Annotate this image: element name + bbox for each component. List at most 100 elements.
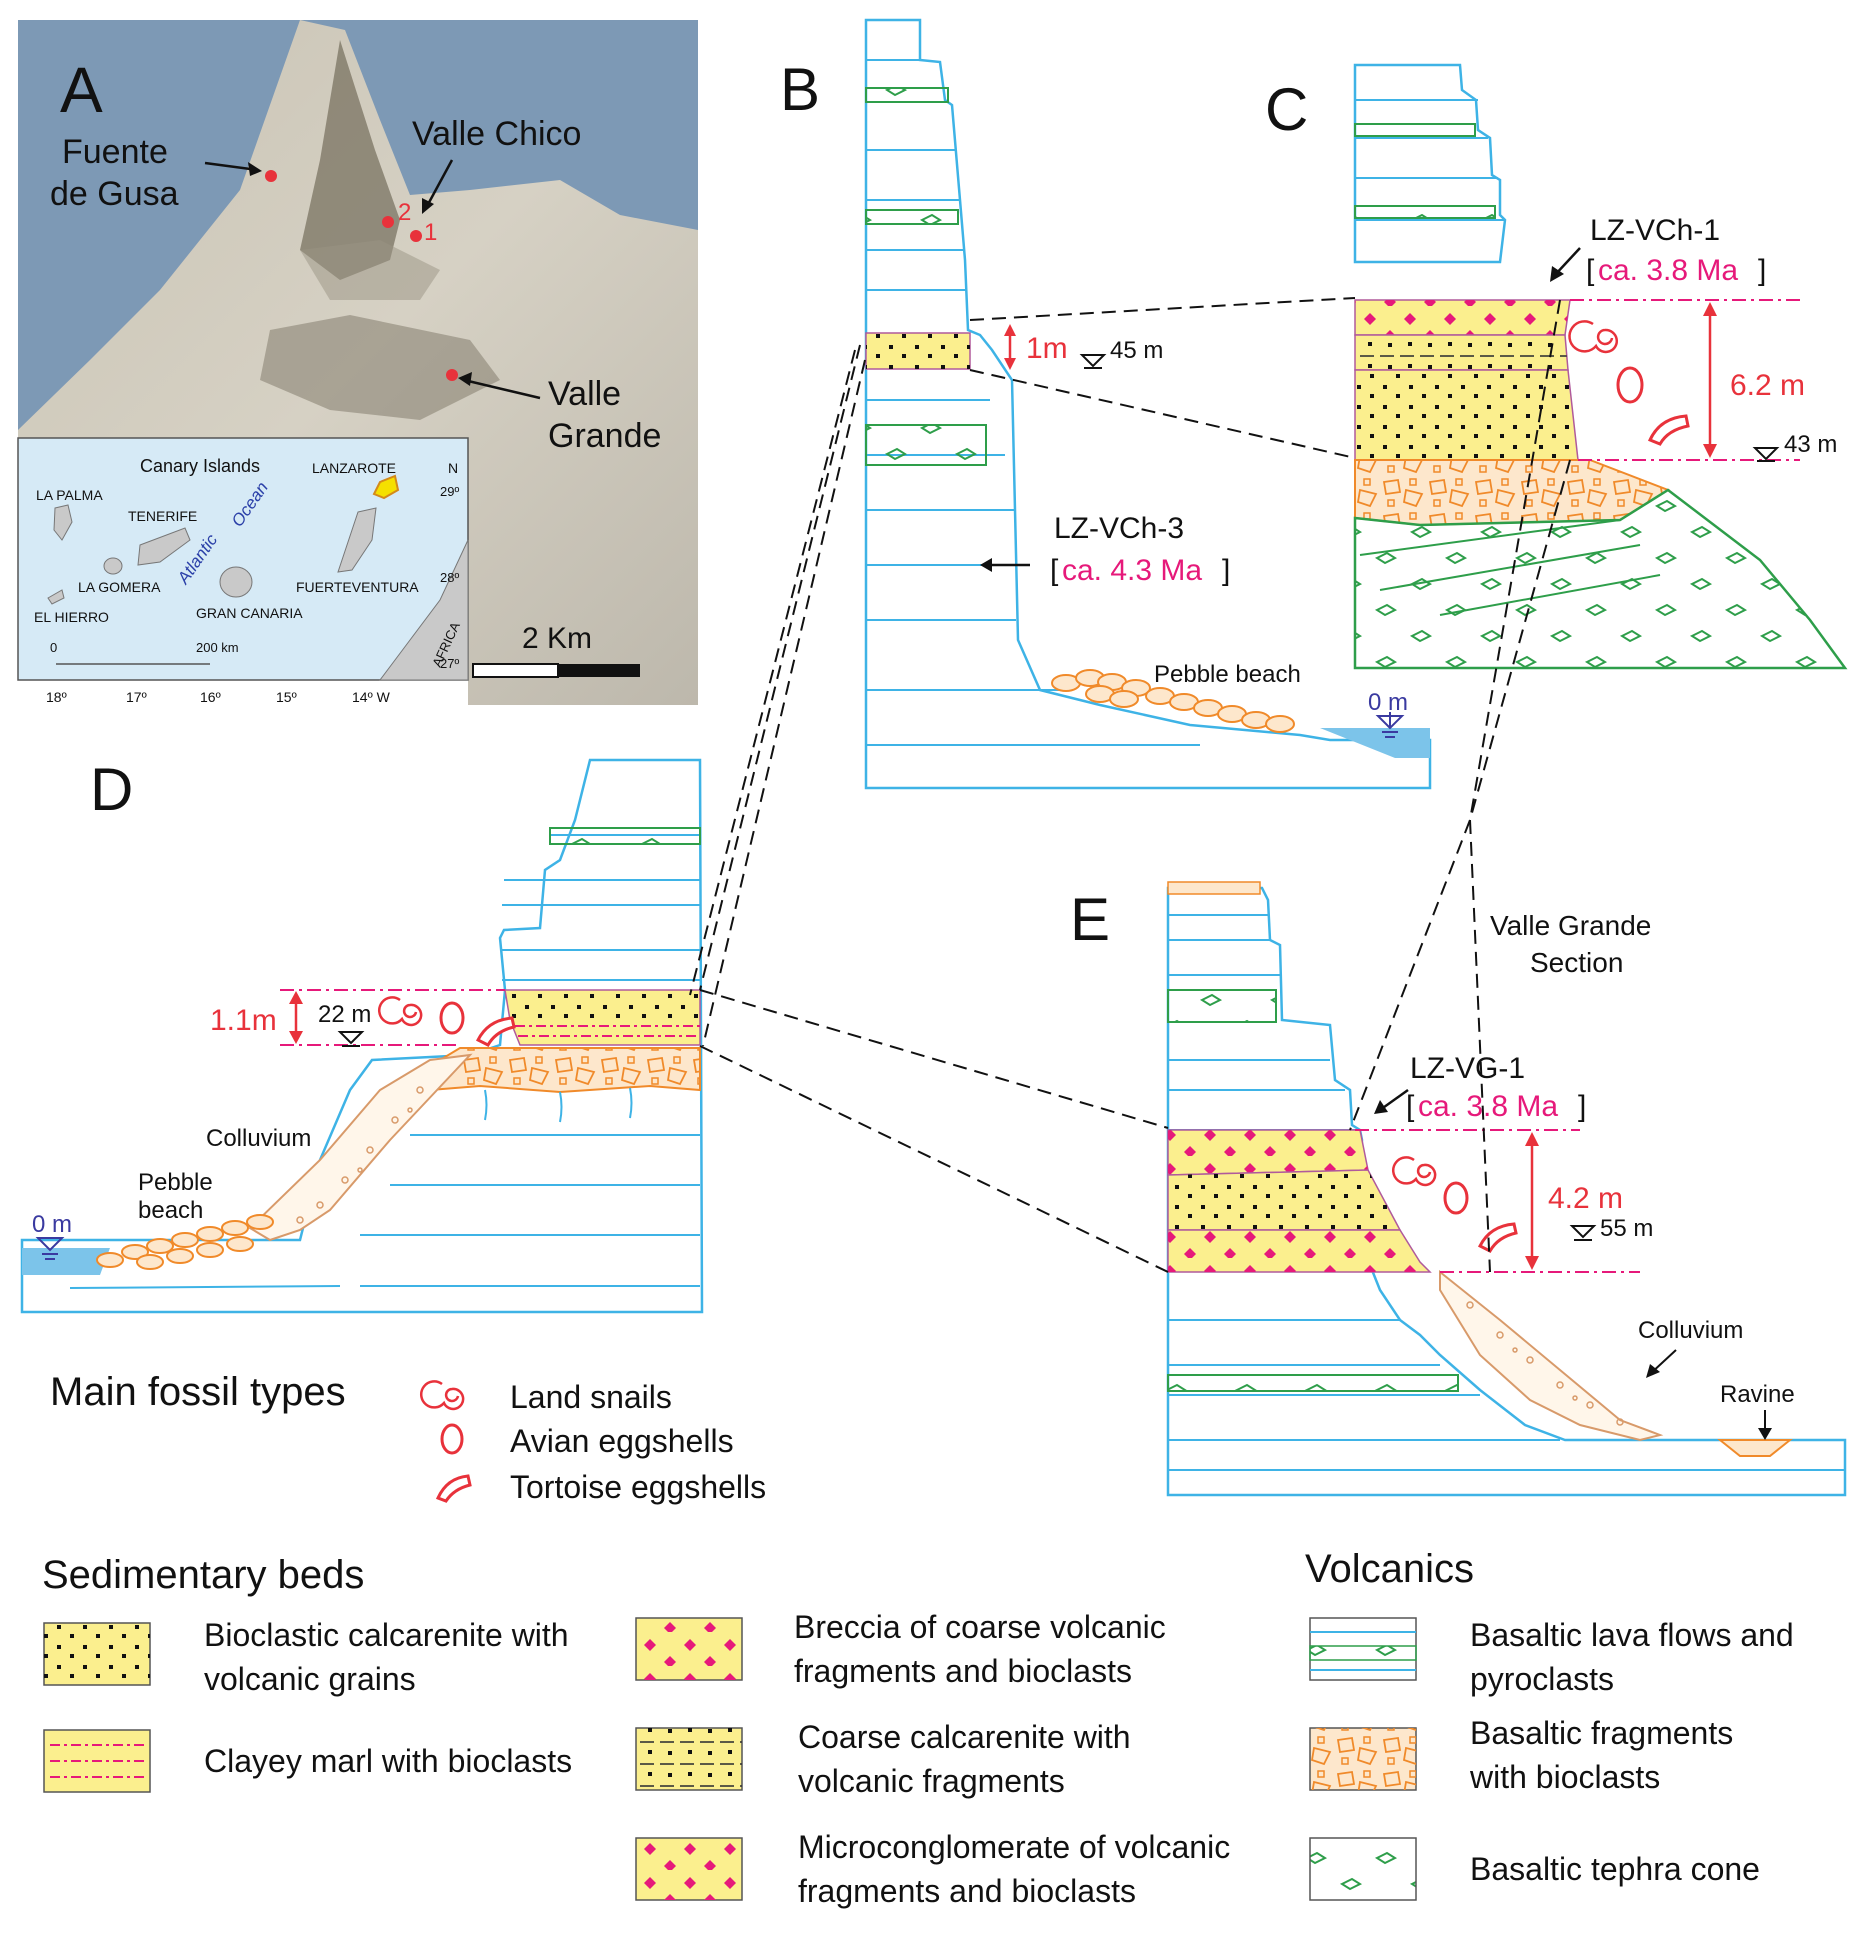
panel-label-a: A [60, 54, 103, 126]
inset-island-tenerife [137, 527, 191, 566]
inset-island-la-palma [53, 504, 73, 541]
section-d-snail-icon [377, 996, 423, 1027]
sedimentary-title: Sedimentary beds [42, 1553, 364, 1597]
section-d-sea-symbol [35, 1237, 65, 1260]
swatch-coarse-pattern [636, 1728, 742, 1790]
section-b-water-level-symbol [1079, 354, 1107, 369]
legend-bioclastic-2: volcanic grains [204, 1661, 416, 1697]
section-b-sea-label: 0 m [1368, 689, 1408, 716]
fossil-legend-title: Main fossil types [50, 1370, 346, 1414]
inset-lon-16: 16º [200, 689, 221, 705]
swatch-tephra [1309, 1837, 1417, 1901]
section-e-water-level-symbol [1569, 1225, 1597, 1241]
arrowhead-fuente [248, 162, 262, 176]
section-d-arrow-up [289, 991, 303, 1004]
legend-frag-2: with bioclasts [1469, 1759, 1660, 1795]
section-b-sample: LZ-VCh-3 [1054, 512, 1184, 545]
inset-label-tenerife: TENERIFE [128, 508, 197, 524]
section-c-bracket-open: [ [1586, 254, 1595, 287]
section-d-arrow-down [289, 1031, 303, 1044]
legend-tephra: Basaltic tephra cone [1470, 1851, 1760, 1887]
inset-lon-14: 14º W [352, 689, 391, 705]
section-c-sample-arrowhead [1550, 266, 1564, 282]
section-c-arrow-up [1703, 302, 1717, 316]
fossil-avian-label: Avian eggshells [510, 1423, 734, 1459]
inset-scale-200: 200 km [196, 640, 239, 655]
legend-breccia-1: Breccia of coarse volcanic [794, 1609, 1166, 1645]
inset-label-la-palma: LA PALMA [36, 487, 103, 503]
inset-north: N [448, 460, 458, 476]
legend-lava-1: Basaltic lava flows and [1470, 1617, 1794, 1653]
legend-micro-2: fragments and bioclasts [798, 1873, 1136, 1909]
map-scale-bar-black [558, 664, 640, 677]
legend-micro-1: Microconglomerate of volcanic [798, 1829, 1230, 1865]
swatch-lava-tephra [1309, 1645, 1417, 1661]
section-e-bracket-open: [ [1406, 1090, 1415, 1123]
section-e-sample-arrowhead [1374, 1100, 1388, 1114]
section-e-thickness: 4.2 m [1548, 1182, 1623, 1215]
volcanics-title: Volcanics [1305, 1547, 1474, 1591]
section-e-ravine-label: Ravine [1720, 1381, 1795, 1408]
map-label-grande: Grande [548, 417, 661, 455]
inset-label-gran-canaria: GRAN CANARIA [196, 605, 303, 621]
legend-lava-2: pyroclasts [1470, 1661, 1614, 1697]
inset-lat-27: 27º [440, 656, 459, 671]
section-c-bracket-close: ] [1758, 254, 1766, 287]
map-label-valle: Valle [548, 375, 621, 413]
section-d-colluvium-dots [296, 1086, 424, 1224]
section-d-elevation: 22 m [318, 1001, 371, 1028]
legend-frag-1: Basaltic fragments [1470, 1715, 1733, 1751]
legend-coarse-1: Coarse calcarenite with [798, 1719, 1131, 1755]
section-e-sample-arrow [1379, 1088, 1409, 1112]
fossil-tortoise-label: Tortoise eggshells [510, 1469, 766, 1505]
section-d-sea-label: 0 m [32, 1211, 72, 1238]
section-d-tephra [549, 827, 701, 845]
section-d-sediment-dots [505, 990, 700, 1018]
correlation-lines [689, 297, 1571, 1273]
section-e-snail-icon [1391, 1156, 1437, 1187]
section-c-tephra-cone [1353, 488, 1848, 670]
section-e-calcarenite-pattern [1168, 1170, 1400, 1230]
site-marker-fuente-de-gusa [265, 170, 277, 182]
legend-marl: Clayey marl with bioclasts [204, 1743, 572, 1779]
section-b-sea [1320, 728, 1430, 758]
inset-africa [379, 539, 469, 681]
inset-island-el-hierro [47, 589, 65, 605]
section-b-lava-lines [866, 59, 1200, 746]
section-d-thickness: 1.1m [210, 1004, 277, 1037]
section-b: B Pebble beach 1m 45 m 0 m LZ [780, 18, 1432, 790]
site-label-1: 1 [424, 219, 437, 246]
inset-island-lanzarote [372, 474, 400, 500]
section-b-tephra-2 [865, 209, 959, 225]
section-c-elevation: 43 m [1784, 431, 1837, 458]
inset-lon-18: 18º [46, 689, 67, 705]
inset-scale-0: 0 [50, 640, 57, 655]
section-d-feeders [484, 1087, 633, 1123]
section-b-elevation: 45 m [1110, 337, 1163, 364]
arrow-valle-grande [463, 378, 541, 400]
avian-eggshell-icon [440, 1423, 464, 1455]
map-scale-bar-white [472, 663, 559, 678]
section-b-arrow-up [1004, 324, 1016, 336]
map-label-fuente: Fuente [62, 133, 168, 171]
section-e-tephra-1 [1167, 989, 1277, 1023]
section-c-tephra-2 [1354, 205, 1496, 219]
map-valley-shading [260, 315, 500, 420]
section-c-lava-lines [1355, 99, 1505, 221]
fossil-legend: Main fossil types Land snails Avian eggs… [50, 1370, 766, 1505]
section-b-age: ca. 4.3 Ma [1062, 554, 1202, 587]
section-e-tephra-2 [1167, 1374, 1459, 1392]
inset-lat-28: 28º [440, 570, 459, 585]
fossil-snails-label: Land snails [510, 1379, 672, 1415]
panel-label-b: B [780, 56, 820, 123]
site-label-2: 2 [398, 199, 411, 226]
section-d-pebbles [96, 1214, 274, 1270]
section-c-tephra-1 [1354, 123, 1476, 137]
section-c-coarse-pattern [1355, 335, 1568, 370]
section-e-eggshell-icon [1443, 1181, 1469, 1215]
panel-label-d: D [90, 756, 133, 823]
section-c-lava-outline [1353, 63, 1507, 264]
section-d-water-level-symbol [337, 1031, 365, 1047]
inset-label-el-hierro: EL HIERRO [34, 609, 109, 625]
